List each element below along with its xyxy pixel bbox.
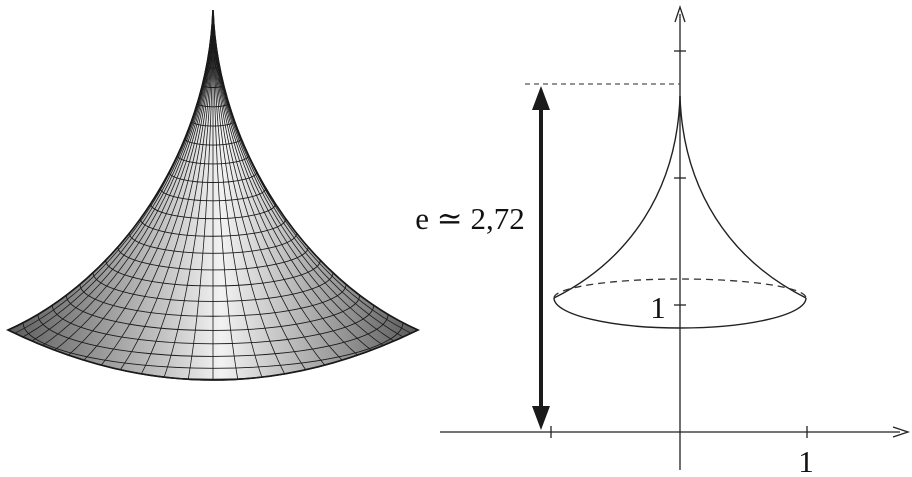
- cone-profile-right: [679, 95, 807, 299]
- mesh-meridian: [212, 10, 395, 354]
- mesh-meridian: [139, 10, 214, 377]
- mesh-meridian: [212, 10, 330, 371]
- mesh-meridian: [212, 10, 350, 368]
- mesh-meridian: [212, 10, 367, 363]
- height-arrow-bottom-icon: [532, 406, 550, 430]
- schematic: e ≃ 2,72 1 1: [415, 4, 911, 477]
- base-ellipse-front: [553, 297, 807, 329]
- base-ellipse-back: [553, 278, 807, 299]
- surface-outline: [6, 9, 420, 381]
- mesh-meridian: [187, 10, 214, 379]
- mesh-meridian: [59, 10, 214, 363]
- mesh-meridian: [163, 10, 214, 378]
- mesh-meridian: [31, 10, 214, 354]
- mesh-meridian: [96, 10, 214, 371]
- mesh-meridian: [212, 10, 382, 359]
- surface-of-revolution: [6, 9, 420, 381]
- mesh-meridian: [76, 10, 214, 368]
- y-tick-label: 1: [650, 290, 666, 325]
- surface-mesh: [8, 10, 418, 380]
- mesh-meridian: [212, 10, 239, 379]
- mesh-meridian: [212, 10, 309, 374]
- x-tick-label: 1: [798, 444, 814, 477]
- cone-profile-left: [553, 95, 681, 299]
- height-arrow-top-icon: [532, 86, 550, 110]
- mesh-meridian: [117, 10, 214, 374]
- mesh-meridian: [212, 10, 263, 378]
- mesh-meridian: [212, 10, 287, 377]
- x-axis-arrow-icon: [892, 426, 911, 438]
- mesh-meridian: [44, 10, 214, 359]
- y-axis-arrow-icon: [674, 4, 686, 23]
- height-label: e ≃ 2,72: [415, 201, 524, 236]
